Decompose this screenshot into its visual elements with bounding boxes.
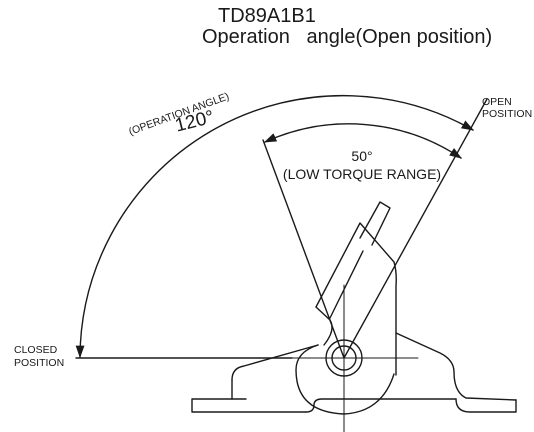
diagram-subtitle: Operation angle(Open position) bbox=[202, 26, 492, 48]
open-position-line bbox=[343, 98, 488, 359]
closed-position-label-line2: POSITION bbox=[14, 357, 64, 369]
pivot-outer bbox=[325, 339, 363, 377]
hinge-base bbox=[191, 332, 517, 413]
hinge-knuckle bbox=[295, 339, 395, 415]
hinge-arm bbox=[315, 201, 397, 376]
open-position-label-line1: OPEN bbox=[482, 96, 512, 108]
closed-position-label-line1: CLOSED bbox=[14, 344, 58, 356]
low-torque-angle-value: 50° bbox=[351, 148, 372, 164]
open-position-label-line2: POSITION bbox=[482, 108, 532, 120]
low-torque-range-caption: (LOW TORQUE RANGE) bbox=[283, 166, 441, 182]
pivot-inner bbox=[331, 345, 357, 371]
diagram-title: TD89A1B1 bbox=[218, 5, 316, 27]
low-torque-arc bbox=[263, 123, 463, 159]
operation-angle-arc bbox=[75, 94, 475, 359]
